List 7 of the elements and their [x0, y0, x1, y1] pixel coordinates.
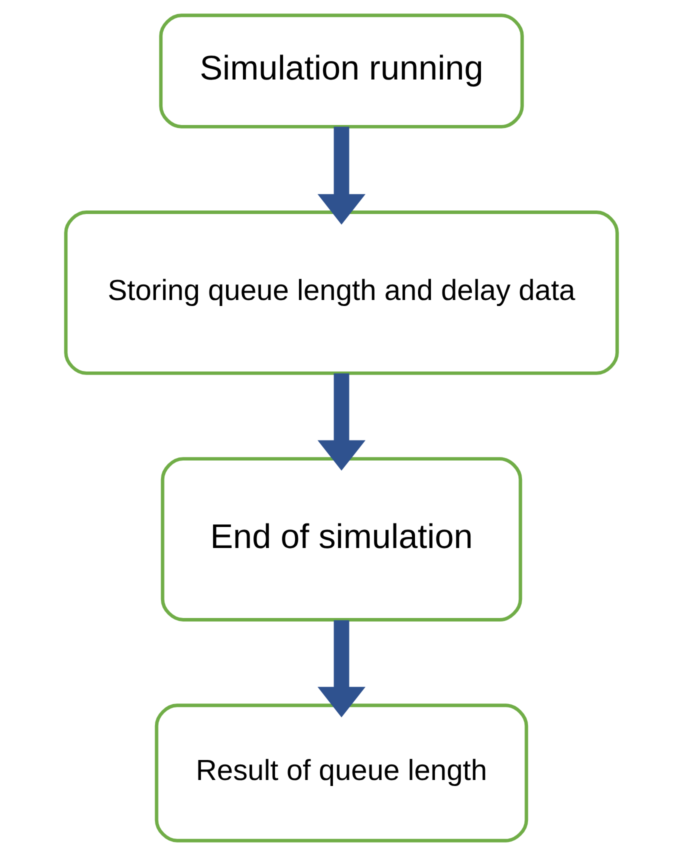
arrow [318, 620, 366, 718]
arrow [318, 373, 366, 471]
node-box: Storing queue length and delay data [64, 210, 619, 375]
node-box: End of simulation [160, 457, 522, 622]
node-box: Result of queue length [154, 704, 528, 842]
node-box: Simulation running [159, 14, 524, 128]
arrow [318, 126, 366, 225]
